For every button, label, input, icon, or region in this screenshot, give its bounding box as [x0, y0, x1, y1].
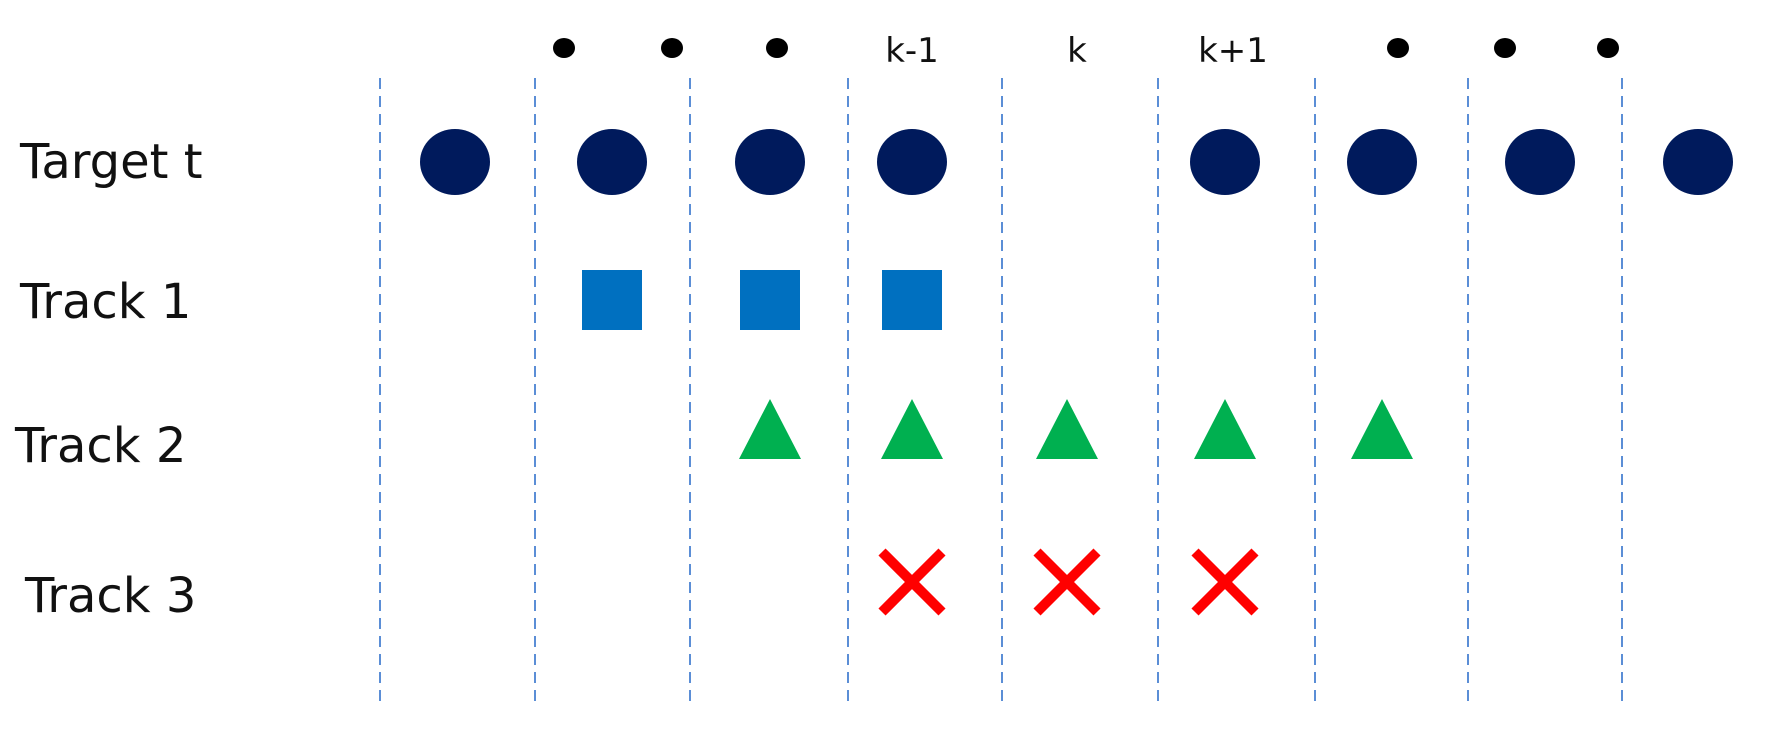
target-t-mark-col-3: [735, 129, 805, 195]
target-t-mark-col-7: [1347, 129, 1417, 195]
ellipsis-dot: [1494, 38, 1516, 58]
track-marks: [420, 129, 1733, 616]
track-1-mark-col-2: [582, 270, 642, 330]
ellipsis-dot: [766, 38, 788, 58]
target-t-mark-col-6: [1190, 129, 1260, 195]
track-2-mark-col-6: [1194, 399, 1256, 459]
column-label-k+1: k+1: [1198, 31, 1268, 71]
row-label-track-1: Track 1: [19, 274, 191, 330]
target-t-mark-col-9: [1663, 129, 1733, 195]
row-labels: Target t Track 1 Track 2 Track 3: [14, 134, 203, 624]
column-label-k-1: k-1: [885, 31, 939, 71]
ellipsis-dot: [661, 38, 683, 58]
track-2-mark-col-3: [739, 399, 801, 459]
row-label-track-3: Track 3: [24, 568, 196, 624]
track-3-mark-col-5: [1033, 548, 1101, 616]
track-1-mark-col-4: [882, 270, 942, 330]
target-t-mark-col-4: [877, 129, 947, 195]
ellipsis-dot: [1597, 38, 1619, 58]
track-2-mark-col-5: [1036, 399, 1098, 459]
target-t-mark-col-2: [577, 129, 647, 195]
column-label-k: k: [1067, 31, 1087, 71]
row-label-track-2: Track 2: [14, 418, 186, 474]
track-3-mark-col-6: [1191, 548, 1259, 616]
column-headers: k-1 k k+1: [553, 31, 1619, 71]
target-t-mark-col-1: [420, 129, 490, 195]
row-label-target-t: Target t: [19, 134, 203, 190]
track-1-mark-col-3: [740, 270, 800, 330]
ellipsis-dot: [553, 38, 575, 58]
column-dividers: [379, 78, 1623, 705]
target-t-mark-col-8: [1505, 129, 1575, 195]
track-2-mark-col-7: [1351, 399, 1413, 459]
ellipsis-dot: [1387, 38, 1409, 58]
track-2-mark-col-4: [881, 399, 943, 459]
track-3-mark-col-4: [878, 548, 946, 616]
